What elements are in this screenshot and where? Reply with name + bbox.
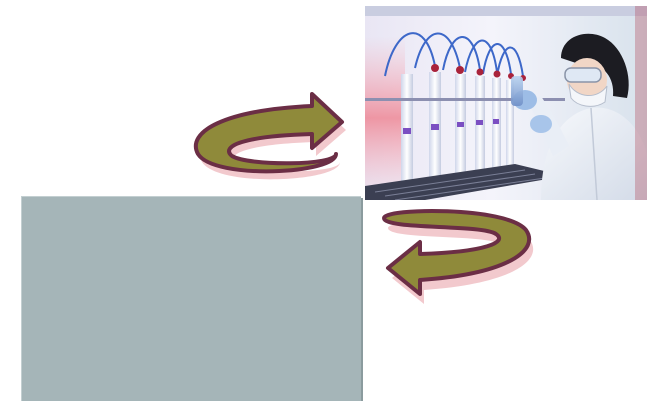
curved-arrow-left-icon [376, 204, 544, 324]
curved-arrow-left [376, 204, 544, 324]
grey-panel [21, 196, 361, 401]
laboratory-photo-image [365, 6, 647, 200]
laboratory-photo [365, 6, 647, 200]
curved-arrow-right-icon [184, 70, 352, 190]
curved-arrow-right [184, 70, 352, 190]
